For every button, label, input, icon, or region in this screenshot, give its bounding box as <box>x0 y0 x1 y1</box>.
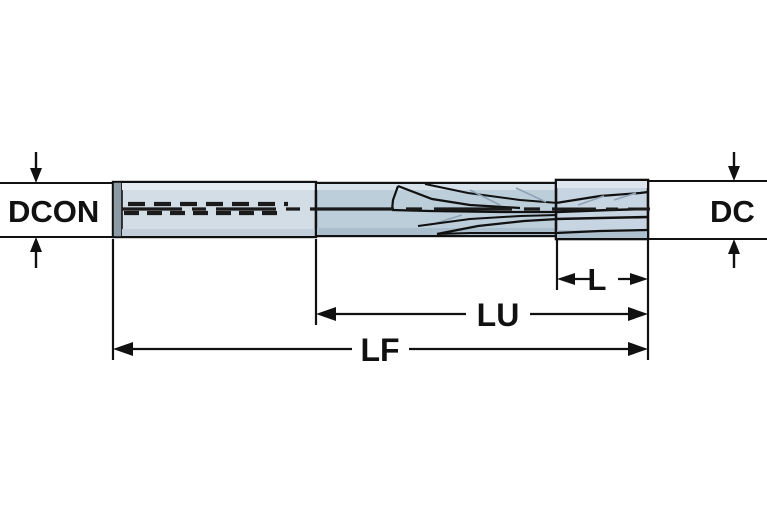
l-arrow-left <box>557 273 575 285</box>
flute-shade-line-2 <box>515 187 547 203</box>
lf-arrow-right <box>628 342 648 356</box>
lu-arrow-right <box>628 307 648 321</box>
tip-margin-lower <box>555 228 649 235</box>
dimension-lf: LF <box>111 239 650 368</box>
l-label: L <box>588 262 607 297</box>
dc-arrow-top <box>728 166 740 181</box>
tool-shank-section <box>111 180 318 239</box>
dimension-dc: DC <box>648 152 767 268</box>
shank-highlight-top <box>122 183 315 190</box>
flute-helix-upper-2 <box>424 183 559 204</box>
lu-label: LU <box>477 297 520 333</box>
shank-end-face <box>112 181 123 238</box>
tip-highlight-top <box>557 181 647 188</box>
shank-shadow-bottom <box>122 229 315 236</box>
dimension-dcon: DCON <box>0 152 113 268</box>
l-arrow-right <box>630 273 648 285</box>
flute-shadow-bottom <box>317 228 557 235</box>
dcon-arrow-bottom <box>30 237 42 252</box>
dc-arrow-bottom <box>728 239 740 254</box>
flute-helix-lower-1 <box>417 214 559 227</box>
tool-body-group <box>111 178 650 241</box>
dimension-lu: LU <box>314 239 650 333</box>
flute-helix-upper-1 <box>397 184 521 210</box>
tip-margin-upper <box>555 190 649 205</box>
tip-shadow-bottom <box>557 230 647 238</box>
dc-label: DC <box>710 194 755 229</box>
flute-helix-lower-2 <box>436 217 559 236</box>
lu-arrow-left <box>316 307 336 321</box>
flute-shade-line-1 <box>469 189 501 206</box>
tool-cutting-tip-section <box>554 178 650 241</box>
dcon-label: DCON <box>8 194 99 229</box>
tip-land-lower <box>555 215 649 221</box>
flute-land-line-lower <box>436 232 556 235</box>
dcon-arrow-top <box>30 168 42 183</box>
lf-arrow-left <box>113 342 133 356</box>
flute-start-step-upper <box>390 185 400 211</box>
dimension-l: L <box>555 239 650 297</box>
lf-label: LF <box>360 332 399 368</box>
tool-flute-section <box>314 181 560 238</box>
tip-shade-line-2 <box>613 192 637 201</box>
tip-shade-line-1 <box>577 195 605 206</box>
